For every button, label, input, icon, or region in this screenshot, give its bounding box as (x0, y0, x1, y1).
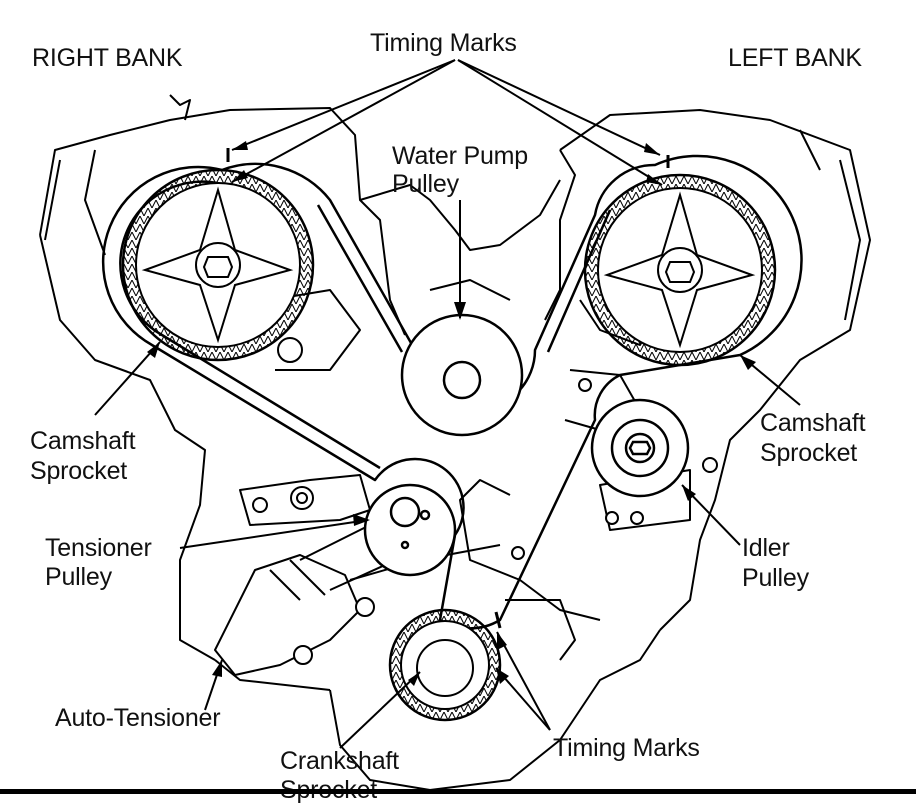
water-pump-label-line2: Pulley (392, 170, 459, 198)
camshaft-sprocket-left-bank (583, 173, 777, 367)
crankshaft-sprocket-label-line1: Crankshaft (280, 747, 399, 775)
crankshaft-sprocket (388, 608, 502, 722)
small-bolts (252, 316, 718, 665)
right-bank-label: RIGHT BANK (32, 44, 183, 72)
bottom-border (0, 789, 916, 794)
idler-pulley-label-line1: Idler (742, 534, 790, 562)
tensioner-pulley (363, 483, 457, 577)
tensioner-pulley-label-line1: Tensioner (45, 534, 152, 562)
tensioner-pulley-label-line2: Pulley (45, 563, 112, 591)
arrowheads (147, 141, 756, 686)
timing-mark-ticks (226, 148, 670, 629)
leader-lines (94, 59, 801, 749)
auto-tensioner-label: Auto-Tensioner (55, 704, 221, 732)
left-bank-label: LEFT BANK (728, 44, 862, 72)
timing-marks-top-label: Timing Marks (370, 29, 517, 57)
camshaft-sprocket-right-label-line2: Sprocket (30, 457, 128, 485)
camshaft-sprocket-left-label-line2: Sprocket (760, 439, 858, 467)
water-pump-pulley (400, 313, 524, 437)
camshaft-sprocket-right-bank (121, 168, 315, 362)
idler-pulley-label-line2: Pulley (742, 564, 809, 592)
water-pump-label-line1: Water Pump (392, 142, 529, 170)
camshaft-sprocket-left-label-line1: Camshaft (760, 409, 866, 437)
camshaft-sprocket-right-label-line1: Camshaft (30, 427, 136, 455)
timing-marks-bottom-label: Timing Marks (553, 734, 700, 762)
idler-pulley (590, 398, 690, 498)
